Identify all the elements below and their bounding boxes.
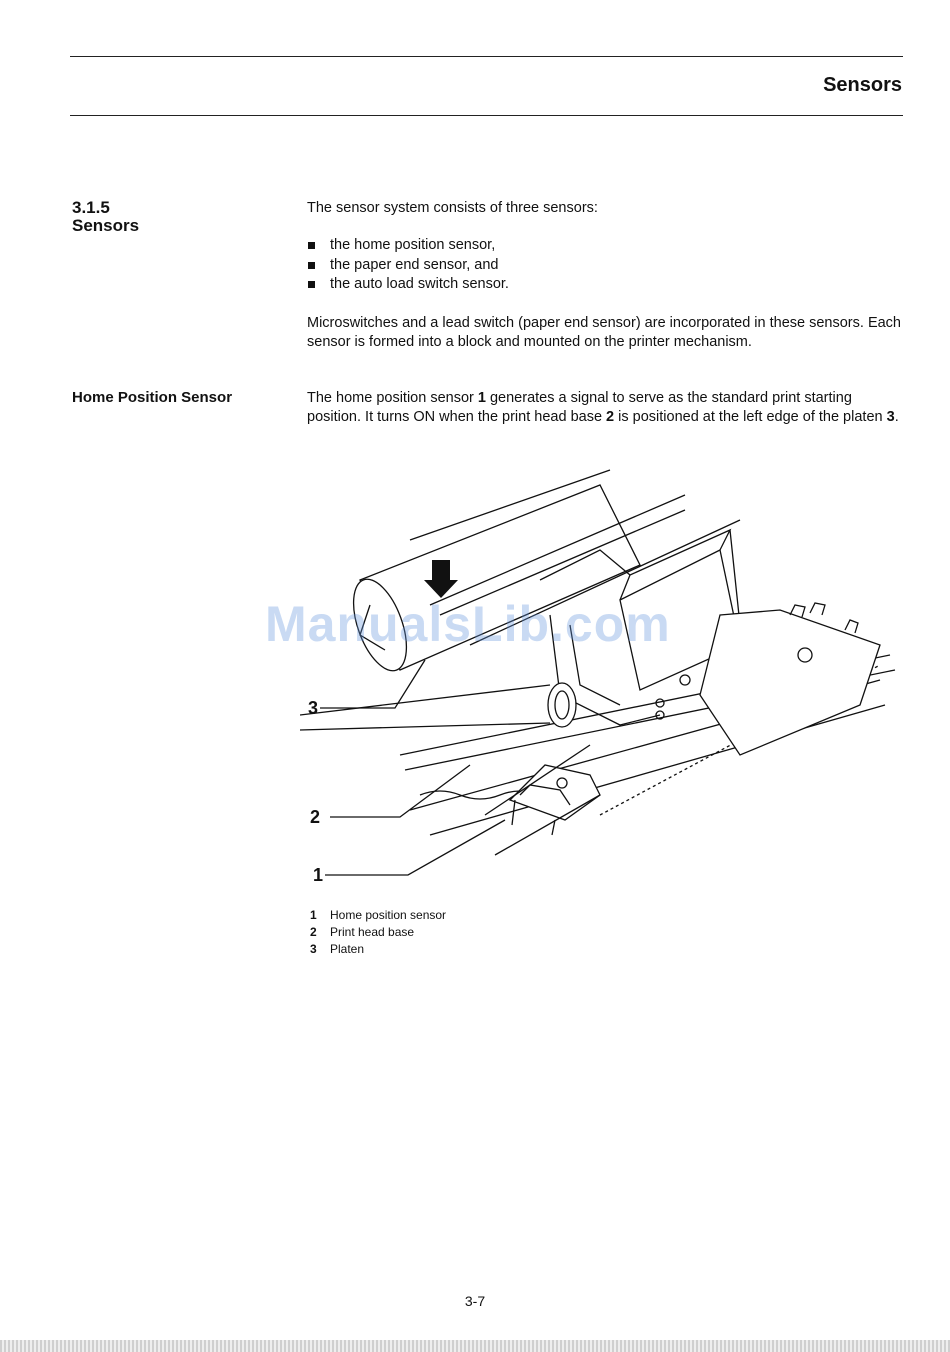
list-item: the home position sensor,: [307, 236, 509, 256]
printer-mechanism-illustration: [300, 469, 896, 876]
page-header-title: Sensors: [823, 74, 902, 96]
callout-1: 1: [313, 865, 324, 885]
section-title: Sensors: [72, 216, 140, 235]
microswitch-paragraph: Microswitches and a lead switch (paper e…: [307, 315, 901, 350]
callout-2: 2: [310, 807, 321, 827]
header-rule-top: [70, 56, 903, 57]
home-position-paragraph: The home position sensor 1 generates a s…: [307, 390, 899, 425]
scan-edge-band: [0, 1340, 950, 1352]
list-item: the paper end sensor, and: [307, 256, 509, 276]
section-number: 3.1.5: [72, 198, 110, 217]
callout-3: 3: [308, 698, 319, 718]
sensor-list: the home position sensor, the paper end …: [307, 236, 509, 295]
home-position-heading: Home Position Sensor: [72, 389, 233, 406]
list-item: the auto load switch sensor.: [307, 275, 509, 295]
watermark: ManualsLib.com: [265, 596, 671, 652]
header-rule-bottom: [70, 115, 903, 116]
intro-paragraph: The sensor system consists of three sens…: [307, 200, 598, 216]
page-number: 3-7: [464, 1293, 486, 1309]
